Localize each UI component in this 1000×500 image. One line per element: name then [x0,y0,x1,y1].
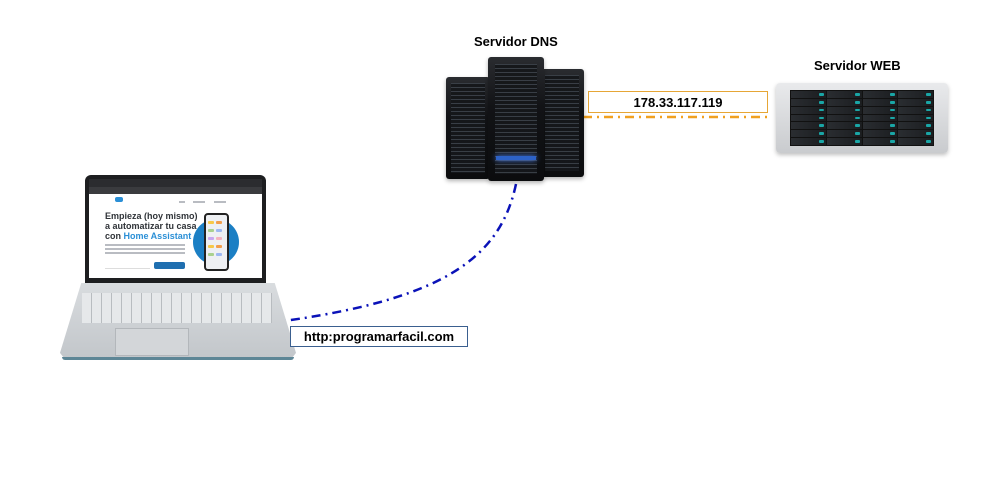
drive-bay [826,138,862,145]
app-tile [208,237,214,240]
drive-bay [898,106,934,114]
ip-address-label: 178.33.117.119 [588,91,768,113]
drive-bay [862,122,898,130]
app-tile [216,245,222,248]
drive-bay [826,106,862,114]
laptop-icon: Empieza (hoy mismo) a automatizar tu cas… [60,172,296,362]
drive-bay [898,91,934,98]
app-tile [208,229,214,232]
screen-headline-2: a automatizar tu casa [105,221,197,231]
drive-bay [862,98,898,106]
drive-bay [790,114,826,122]
web-server-title: Servidor WEB [814,58,901,73]
drive-bay [826,130,862,138]
rack-server-icon [776,83,948,153]
app-tile [216,229,222,232]
app-tile [216,253,222,256]
app-tile [208,253,214,256]
url-label: http:programarfacil.com [290,326,468,347]
drive-bay [790,98,826,106]
drive-bay [790,138,826,145]
app-tile [216,221,222,224]
drive-bay [898,122,934,130]
drive-bay [826,98,862,106]
drive-bay [898,130,934,138]
drive-bay [826,91,862,98]
dns-to-laptop-link [276,183,518,324]
drive-bay [790,91,826,98]
app-tile [216,237,222,240]
drive-bay [898,114,934,122]
dns-server-title: Servidor DNS [474,34,558,49]
drive-bay [862,130,898,138]
screen-headline-3: con Home Assistant [105,231,192,241]
drive-bay [862,106,898,114]
drive-bay [826,122,862,130]
drive-bay [790,122,826,130]
drive-bay [790,130,826,138]
drive-bay [898,98,934,106]
drive-bay [862,91,898,98]
drive-bay [790,106,826,114]
drive-bay [826,114,862,122]
app-tile [208,221,214,224]
app-tile [208,245,214,248]
drive-bay [862,138,898,145]
laptop-screen: Empieza (hoy mismo) a automatizar tu cas… [89,179,262,278]
drive-bay [862,114,898,122]
drive-bay [898,138,934,145]
server-rack-icon [446,55,584,181]
screen-headline-1: Empieza (hoy mismo) [105,211,198,221]
